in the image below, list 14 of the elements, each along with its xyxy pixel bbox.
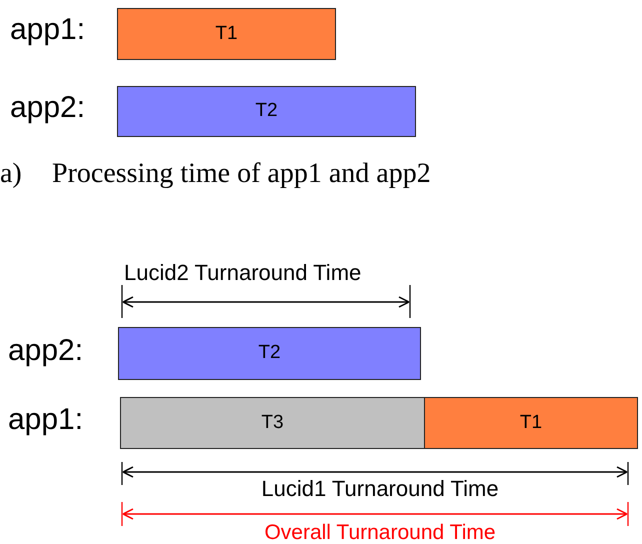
time-bar: T3 (120, 397, 425, 449)
row-label: app2: (8, 336, 84, 366)
dimension-label: Lucid2 Turnaround Time (124, 262, 362, 284)
row-label: app1: (10, 15, 86, 45)
caption-text: Processing time of app1 and app2 (52, 160, 431, 188)
panel-label: a) (0, 160, 22, 188)
dimension-label: Overall Turnaround Time (263, 522, 497, 543)
time-bar: T1 (424, 397, 638, 449)
time-bar: T2 (117, 86, 416, 137)
dimension-label: Lucid1 Turnaround Time (260, 478, 500, 500)
time-bar: T1 (117, 8, 336, 60)
row-label: app2: (10, 93, 86, 123)
time-bar: T2 (118, 327, 421, 380)
row-label: app1: (8, 405, 84, 435)
